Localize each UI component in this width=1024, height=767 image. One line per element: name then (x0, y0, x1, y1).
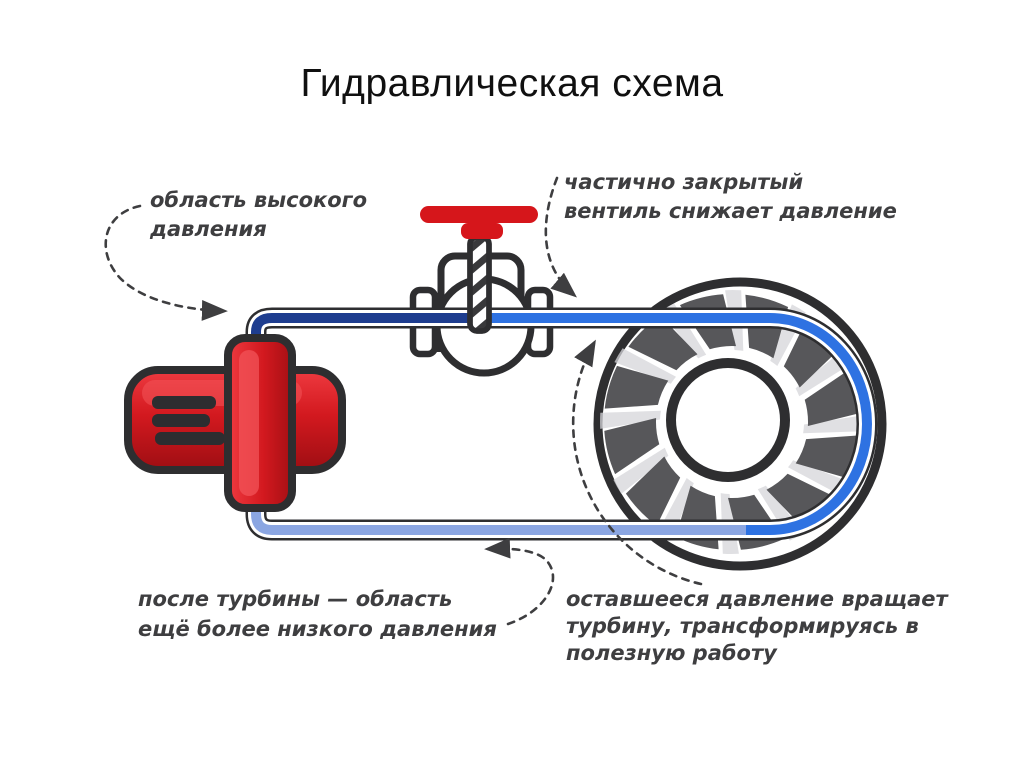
turbine-blade-blur (613, 447, 669, 494)
turbine-hub (666, 358, 790, 482)
annotation-line: турбину, трансформируясь в (566, 614, 919, 638)
valve-collar (461, 223, 503, 239)
pipe-mid-pressure-segment (484, 313, 872, 535)
arrow-valve-note (544, 176, 577, 298)
arrow-turbine-rotation (571, 339, 703, 586)
turbine-blade-blur (788, 460, 850, 496)
turbine-blade-blur (600, 410, 661, 429)
annotation-high-pressure: область высокого давления (150, 186, 367, 244)
pipe-loop (245, 307, 878, 541)
turbine-blade (628, 315, 698, 371)
valve-stem-stripes (471, 238, 488, 330)
pump-flange (224, 334, 296, 512)
pipe-high-pressure-segment (251, 313, 484, 352)
arrow-low-pressure (484, 537, 555, 626)
annotation-turbine: оставшееся давление вращает турбину, тра… (566, 586, 948, 667)
turbine-blade (625, 456, 681, 526)
pipe-low-pressure-segment (251, 498, 746, 535)
turbine-blade (795, 435, 860, 479)
pump-flange-highlight (239, 350, 259, 496)
annotation-line: частично закрытый (564, 170, 804, 194)
annotation-line: давления (150, 217, 267, 241)
annotation-low-pressure: после турбины — область ещё более низког… (138, 584, 497, 644)
arrow-high-pressure (104, 204, 228, 321)
annotation-line: вентиль снижает давление (564, 199, 897, 223)
turbine-blade (804, 369, 860, 426)
annotation-line: полезную работу (566, 641, 777, 665)
turbine-blade-blur (614, 348, 676, 384)
valve-stem-and-handle (420, 206, 538, 334)
annotation-valve: частично закрытый вентиль снижает давлен… (564, 168, 897, 226)
annotation-line: после турбины — область (138, 587, 453, 611)
turbine-blade-blur (803, 415, 864, 434)
turbine-blade (604, 418, 660, 475)
annotation-line: ещё более низкого давления (138, 617, 497, 641)
pump-vents (152, 396, 225, 445)
annotation-line: оставшееся давление вращает (566, 587, 948, 611)
turbine-blade (604, 365, 669, 409)
annotation-line: область высокого (150, 188, 368, 212)
valve-handle (420, 206, 538, 223)
annotation-arrows (104, 176, 703, 626)
pump-icon (124, 334, 346, 512)
page-title: Гидравлическая схема (300, 62, 724, 105)
